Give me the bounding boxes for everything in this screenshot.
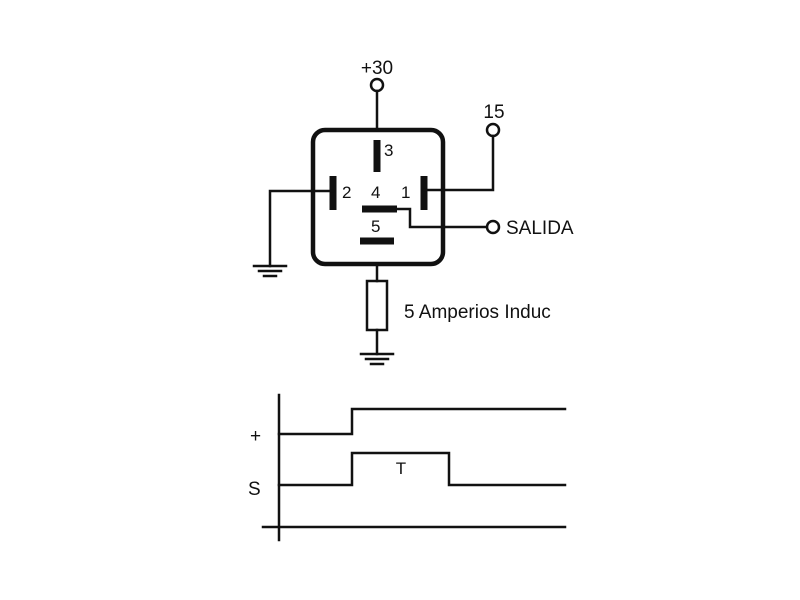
terminal-15-circle bbox=[485, 122, 501, 138]
wire-2-ground bbox=[268, 189, 335, 268]
label-plus: + bbox=[250, 426, 261, 447]
label-plus30: +30 bbox=[361, 58, 393, 79]
label-pin-2: 2 bbox=[342, 183, 351, 202]
label-pin-4: 4 bbox=[371, 183, 380, 202]
terminal-salida-circle bbox=[485, 219, 501, 235]
label-pin-5: 5 bbox=[371, 217, 380, 236]
label-pin-1: 1 bbox=[401, 183, 410, 202]
label-15: 15 bbox=[483, 102, 504, 123]
ground-symbol-load bbox=[359, 352, 395, 366]
waveform-s bbox=[277, 451, 567, 487]
label-pin-3: 3 bbox=[384, 141, 393, 160]
label-s: S bbox=[248, 479, 261, 500]
wire-15 bbox=[441, 134, 495, 192]
label-pulse-t: T bbox=[396, 459, 406, 478]
ground-symbol-left bbox=[252, 264, 288, 278]
load-resistor bbox=[365, 279, 389, 332]
wire-salida bbox=[395, 207, 489, 229]
terminal-30-circle bbox=[369, 77, 385, 93]
label-salida: SALIDA bbox=[506, 218, 574, 239]
waveform-plus bbox=[277, 407, 567, 436]
label-load: 5 Amperios Induc bbox=[404, 302, 551, 323]
